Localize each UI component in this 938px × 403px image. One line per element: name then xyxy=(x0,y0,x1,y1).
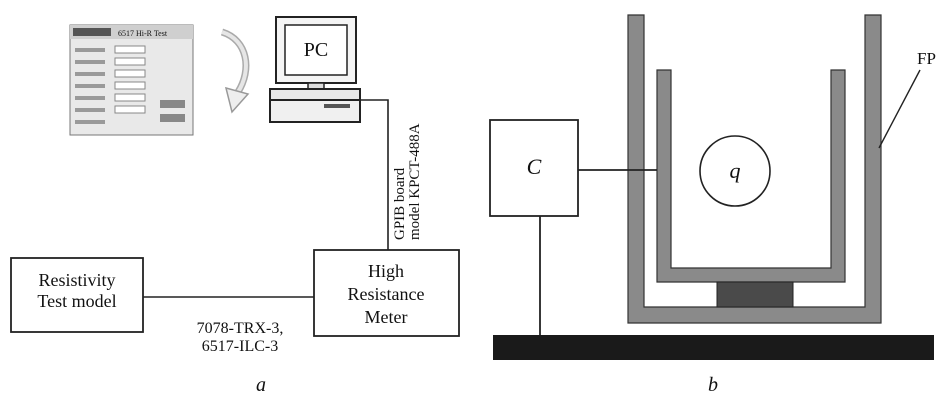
panel-b: C q FP b xyxy=(489,14,936,396)
meter-label-line3: Meter xyxy=(365,307,408,327)
meter-label-line1: High xyxy=(368,261,404,281)
gpib-label-line1: GPIB board xyxy=(392,167,408,240)
cable-label-line1: 7078-TRX-3, xyxy=(197,320,284,337)
capacitor-box xyxy=(489,119,579,217)
insulating-support-pad xyxy=(716,281,794,308)
cable-label-line2: 6517-ILC-3 xyxy=(202,338,278,355)
panel-a-caption: a xyxy=(256,374,266,396)
resistivity-test-model-box xyxy=(10,257,144,333)
curved-arrow-icon xyxy=(220,28,250,114)
pc-label: PC xyxy=(304,39,328,61)
gpib-label-line2: model KPCT-488A xyxy=(407,123,423,240)
screen-thumbnail-title: 6517 Hi-R Test xyxy=(118,29,168,38)
ground-base-plate xyxy=(493,335,934,360)
meter-label-line2: Resistance xyxy=(348,284,425,304)
fp-label: FP xyxy=(917,49,936,68)
charge-q-label: q xyxy=(730,158,741,183)
resistivity-label-line2: Test model xyxy=(37,291,116,311)
gpib-label: GPIB board model KPCT-488A xyxy=(392,123,423,240)
charge-q-circle xyxy=(699,135,771,207)
resistivity-label-line1: Resistivity xyxy=(38,270,115,290)
fp-leader-line xyxy=(878,69,921,149)
capacitor-label: C xyxy=(527,154,542,179)
pc-computer-icon: PC xyxy=(269,16,361,123)
high-resistance-meter-box xyxy=(313,249,460,337)
software-screen-thumbnail: 6517 Hi-R Test xyxy=(69,24,194,136)
gpib-connection-line xyxy=(360,99,389,250)
outer-faraday-pail xyxy=(627,14,882,324)
panel-a: 6517 Hi-R Test xyxy=(10,16,460,396)
panel-b-caption: b xyxy=(708,374,718,396)
